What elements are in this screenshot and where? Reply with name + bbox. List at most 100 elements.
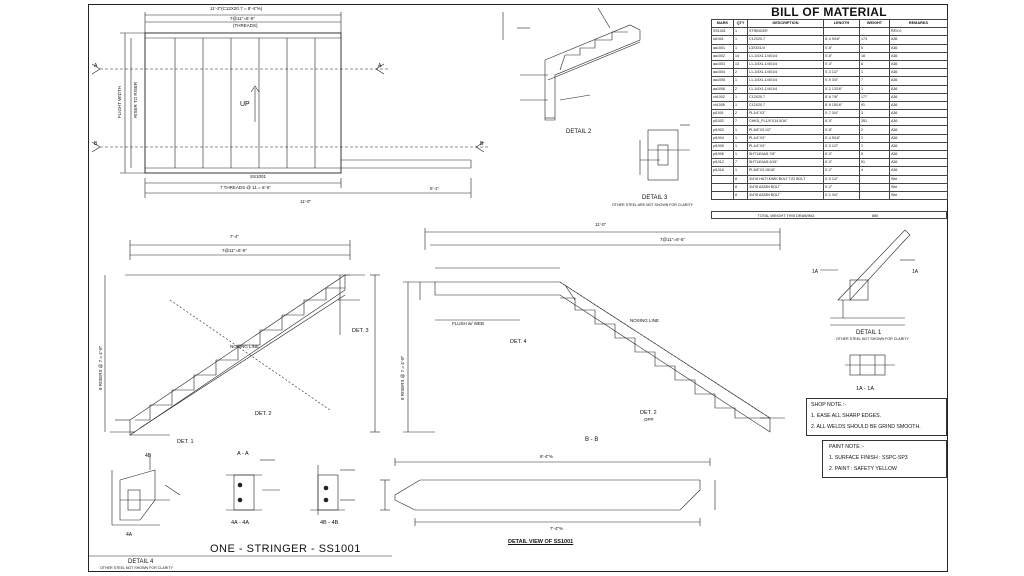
bom-cell: 8 — [733, 182, 748, 192]
nosing-line-left: NOSING LINE — [230, 344, 259, 349]
bom-cell: 0'-3 1/2" — [823, 141, 860, 152]
bom-cell: 91 — [859, 100, 890, 111]
bom-cell: 351 — [859, 117, 890, 127]
bom-cell: 0'-2" — [823, 182, 860, 192]
bom-cell: 0'-3 1/2" — [823, 68, 860, 78]
bom-cell: 1 — [733, 166, 748, 176]
bom-header-length: LENGTH — [823, 18, 860, 29]
bom-cell: 0'-7 3/4" — [823, 109, 860, 119]
dim-top-label: 11'-2"(C12X20.7 = 8'-4"%) — [210, 6, 263, 11]
bom-cell: L1-1/4X1-1/4X1/4 — [747, 84, 824, 94]
bom-cell: CHKD_PL1/4"X14 5/16" — [747, 117, 824, 127]
section-1a-label: 1A - 1A — [856, 386, 874, 392]
bom-cell: A36 — [889, 59, 948, 70]
ss1001-plan-label: SS1001 — [250, 174, 267, 179]
bom-cell: 1 — [733, 27, 748, 37]
bom-cell: 8'-6 7/8" — [823, 92, 860, 102]
bom-cell — [859, 27, 890, 37]
bom-cell: 18 — [859, 51, 890, 61]
bom-cell: pl1004 — [711, 133, 734, 143]
bom-cell: 0'-4 9/16" — [823, 133, 860, 143]
bom-cell — [859, 190, 890, 201]
detail-view-dim: 8'-4"% — [540, 454, 553, 459]
bom-cell: A36 — [889, 158, 948, 168]
bom-cell: 5 — [859, 149, 890, 160]
detail-view-drawing — [380, 458, 716, 526]
bom-cell: Site — [889, 174, 948, 184]
threads-note: 7@11"=6'-5" — [230, 16, 255, 21]
bom-cell: 3/4"Ø HILTI KWIK BOLT TZ2 BOLT — [747, 174, 824, 184]
bom-table: MARK QTY DESCRIPTION LENGTH WEIGHT REMAR… — [711, 18, 948, 201]
bom-header-weight: WEIGHT — [859, 18, 890, 29]
bom-cell: 7 — [733, 117, 748, 127]
opp-label: OPP — [644, 417, 654, 422]
bom-cell: A36 — [889, 76, 948, 86]
bom-cell: 5 — [859, 43, 890, 53]
bom-cell — [859, 174, 890, 184]
bom-cell: A36 — [889, 43, 948, 53]
bom-cell: L3X3X1/4 — [747, 43, 824, 53]
dim-11-0: 11'-0" — [300, 199, 312, 204]
det-4-label: DET. 4 — [510, 339, 527, 345]
bom-cell: PL3/8"X3 15/16" — [747, 166, 824, 176]
bom-cell: 4 — [859, 166, 890, 176]
ctrl-4a: 4A — [126, 532, 133, 538]
bom-cell: Site — [889, 190, 948, 201]
bom-cell: PL1/4"X3" — [747, 141, 824, 152]
detail-1-title: DETAIL 1 — [856, 330, 882, 336]
bom-cell: L1-1/4X1-1/4X1/4 — [747, 68, 824, 78]
bom-cell: 1 — [859, 68, 890, 78]
bom-cell: 6'-0" — [823, 158, 860, 168]
bom-cell: aa1003 — [711, 59, 734, 70]
bom-cell: aa1001 — [711, 43, 734, 53]
detail-4-drawing — [111, 455, 181, 526]
bom-cell: 1 — [859, 133, 890, 143]
bom-cell: PL3/8"X3 1/2" — [747, 125, 824, 135]
bom-cell — [823, 27, 860, 37]
section-letter-a-right: A — [378, 63, 382, 69]
section-aa-label: A - A — [237, 451, 249, 457]
bom-cell: 0'-1 3/4" — [823, 190, 860, 201]
bom-cell: 0'-8" — [823, 125, 860, 135]
bom-cell: 177 — [859, 92, 890, 102]
bom-cell: 6'-0" — [823, 149, 860, 160]
threads-left: 7@11"=6'-5" — [222, 248, 247, 253]
bom-cell: pl1005 — [711, 141, 734, 152]
bom-cell: 3 — [859, 109, 890, 119]
bom-cell: 1 — [859, 84, 890, 94]
bom-cell: 0'-6" — [823, 51, 860, 61]
shop-note-2: 2. ALL WELDS SHOULD BE GRIND SMOOTH. — [811, 424, 921, 430]
bom-cell: 7 — [859, 76, 890, 86]
detail-2-title: DETAIL 2 — [566, 129, 592, 135]
bom-cell — [711, 182, 734, 192]
bom-cell: SHT14GA/6 7/8" — [747, 149, 824, 160]
shop-note-1: 1. EASE ALL SHARP EDGES. — [811, 413, 882, 419]
bom-cell: REV-0 — [889, 27, 948, 37]
bom-cell: Site — [889, 182, 948, 192]
bom-cell: PL1/4"X3" — [747, 109, 824, 119]
drawing-title: ONE - STRINGER - SS1001 — [210, 543, 361, 555]
paint-note-box: PAINT NOTE :- 1. SURFACE FINISH : SSPC-S… — [822, 440, 947, 478]
threads-text: (THREADS) — [233, 23, 258, 28]
bom-cell: 1 — [733, 43, 748, 53]
det-3-label: DET. 3 — [352, 328, 369, 334]
bom-cell: 1 — [733, 100, 748, 111]
bom-header-description: DESCRIPTION — [747, 18, 824, 29]
bom-cell: A36 — [889, 133, 948, 143]
section-bb-label: B - B — [585, 437, 598, 443]
bom-cell: 0'-3 1/2" — [823, 174, 860, 184]
bom-cell: pl1001 — [711, 109, 734, 119]
bom-cell: pl1002 — [711, 117, 734, 127]
section-letter-a: A — [94, 63, 98, 69]
flight-width-label: FLIGHT WIDTH — [117, 86, 122, 118]
